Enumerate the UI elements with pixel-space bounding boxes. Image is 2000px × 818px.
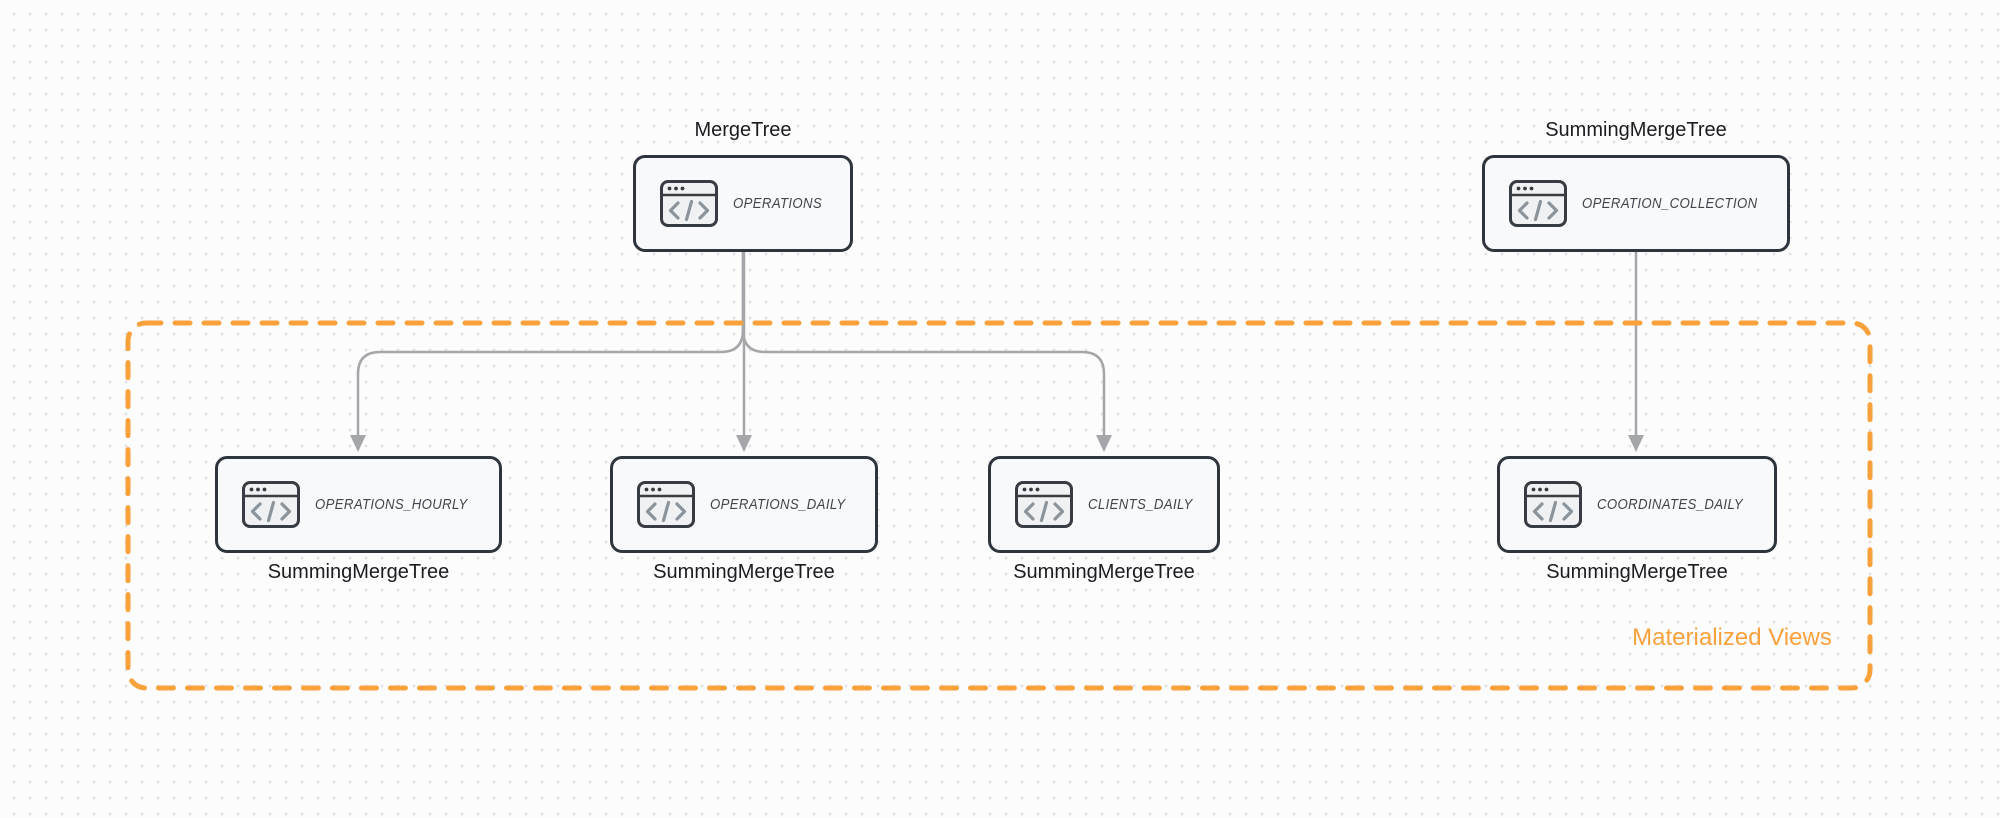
code-window-icon <box>1524 481 1582 528</box>
node-coordinates-daily[interactable]: COORDINATES_DAILY SummingMergeTree <box>1497 456 1777 583</box>
engine-label: SummingMergeTree <box>653 561 835 583</box>
node-operations-daily[interactable]: OPERATIONS_DAILY SummingMergeTree <box>610 456 878 583</box>
edge-operations-to-clients <box>741 252 1106 437</box>
node-title: COORDINATES_DAILY <box>1597 496 1744 513</box>
node-operation-collection[interactable]: SummingMergeTree OPERATION_COLLECTION <box>1482 119 1790 252</box>
arrowheads <box>350 435 1644 452</box>
engine-label: SummingMergeTree <box>1546 561 1728 583</box>
code-window-icon <box>242 481 300 528</box>
arrowhead-icon <box>736 435 752 452</box>
code-window-icon <box>1015 481 1073 528</box>
code-window-icon <box>660 180 718 227</box>
node-title: OPERATIONS <box>733 195 823 212</box>
node-card[interactable]: OPERATION_COLLECTION <box>1482 155 1790 252</box>
code-window-icon <box>637 481 695 528</box>
arrowhead-icon <box>1096 435 1112 452</box>
node-card[interactable]: OPERATIONS_HOURLY <box>215 456 502 553</box>
engine-label: SummingMergeTree <box>1013 561 1195 583</box>
engine-label: MergeTree <box>694 119 792 141</box>
arrowhead-icon <box>1628 435 1644 452</box>
edge-operations-to-hourly <box>356 252 745 437</box>
node-card[interactable]: CLIENTS_DAILY <box>988 456 1220 553</box>
materialized-views-group-box[interactable] <box>125 320 1873 691</box>
flow-arrows <box>356 252 1638 437</box>
node-title: OPERATIONS_DAILY <box>710 496 846 513</box>
node-card[interactable]: COORDINATES_DAILY <box>1497 456 1777 553</box>
node-title: OPERATION_COLLECTION <box>1582 195 1758 212</box>
engine-label: SummingMergeTree <box>267 561 450 583</box>
materialized-views-label: Materialized Views <box>1632 624 1832 651</box>
code-window-icon <box>1509 180 1567 227</box>
node-operations[interactable]: MergeTree OPERATIONS <box>633 119 853 252</box>
node-clients-daily[interactable]: CLIENTS_DAILY SummingMergeTree <box>988 456 1220 583</box>
node-operations-hourly[interactable]: OPERATIONS_HOURLY SummingMergeTree <box>215 456 502 583</box>
node-card[interactable]: OPERATIONS_DAILY <box>610 456 878 553</box>
node-title: OPERATIONS_HOURLY <box>315 496 468 513</box>
node-title: CLIENTS_DAILY <box>1088 496 1193 513</box>
node-card[interactable]: OPERATIONS <box>633 155 853 252</box>
arrowhead-icon <box>350 435 366 452</box>
engine-label: SummingMergeTree <box>1545 119 1727 141</box>
